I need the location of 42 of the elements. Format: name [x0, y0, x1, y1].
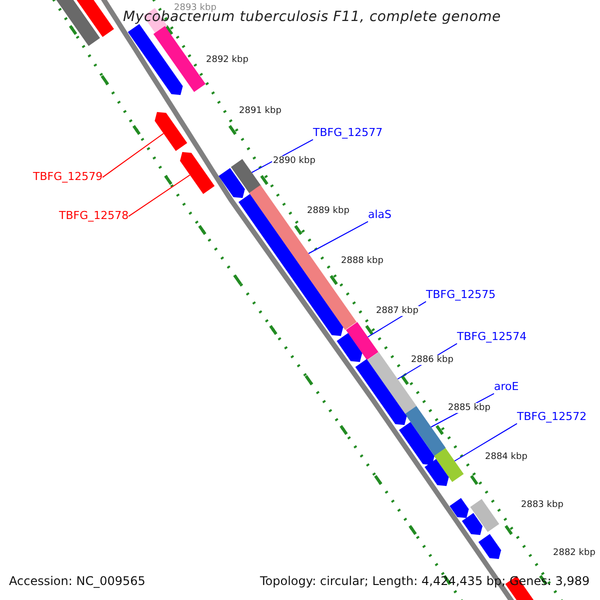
gene-block: [478, 534, 502, 559]
gene-block: [470, 499, 500, 532]
tick-label: 2886 kbp: [410, 355, 454, 366]
gene-block: [336, 333, 362, 362]
gene-block: [424, 459, 449, 486]
leader-line: [102, 133, 164, 178]
tick-label: 2884 kbp: [484, 452, 528, 462]
gene-block: [218, 168, 245, 198]
tick-label: 2890 kbp: [272, 156, 316, 166]
gene-block: [355, 359, 407, 425]
gene-label: TBFG_12577: [313, 127, 383, 140]
gene-block: [399, 422, 434, 465]
gene-label: TBFG_12578: [59, 210, 129, 223]
gene-block: [153, 26, 206, 92]
gene-block: [230, 159, 262, 194]
leader-line: [128, 174, 190, 217]
tick-label: 2883 kbp: [520, 500, 564, 510]
gene-block: [154, 112, 188, 151]
tick-label: 2885 kbp: [447, 403, 492, 414]
gene-block: [128, 24, 183, 95]
tick-label: 2893 kbp: [173, 3, 218, 14]
gene-label: TBFG_12574: [457, 331, 527, 344]
gene-block: [404, 406, 446, 456]
gene-block: [54, 0, 100, 46]
leader-line: [308, 221, 368, 254]
gene-label: TBFG_12579: [33, 171, 103, 184]
gene-block: [434, 448, 464, 482]
gene-block: [346, 322, 378, 360]
map-footer-text: Accession: NC_009565: [9, 575, 146, 589]
gene-label: alaS: [368, 209, 392, 222]
gene-block: [462, 513, 482, 535]
tick-label: 2888 kbp: [340, 256, 384, 266]
tick-label: 2892 kbp: [205, 55, 250, 66]
gene-label: TBFG_12572: [517, 411, 587, 424]
tick-label: 2882 kbp: [552, 548, 596, 558]
tick-label: 2887 kbp: [375, 306, 420, 316]
tick-label: 2891 kbp: [238, 106, 282, 116]
leader-line: [454, 423, 518, 462]
tick-label: 2889 kbp: [306, 206, 350, 216]
gene-block: [180, 152, 215, 194]
gene-label: aroE: [494, 381, 519, 394]
gene-label: TBFG_12575: [426, 289, 496, 302]
